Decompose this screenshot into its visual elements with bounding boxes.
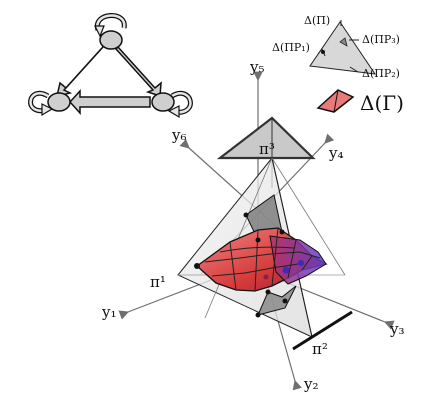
state-node-left [47, 92, 71, 112]
label-pi1: π¹ [150, 273, 166, 291]
legend-gamma-swatch [316, 89, 355, 113]
label-y6: y₆ [171, 126, 187, 144]
cycle-graph [28, 13, 193, 119]
arrow-right-to-top [108, 45, 162, 99]
label-pi2: π² [312, 340, 328, 358]
legend-simplex [309, 20, 377, 75]
self-loop-top [94, 13, 127, 38]
label-pi3: π³ [259, 140, 275, 158]
label-y4: y₄ [328, 144, 344, 162]
arrow-right-to-left [68, 89, 151, 115]
label-y3: y₃ [389, 320, 405, 338]
arrow-top-to-left [55, 46, 104, 98]
label-delta-pi-p2: Δ(ΠP₂) [362, 67, 400, 80]
state-node-right [151, 92, 175, 112]
self-loop-left [28, 90, 54, 117]
face-pi2-edge [292, 310, 353, 351]
label-delta-pi-p3: Δ(ΠP₃) [362, 33, 400, 46]
polytope-gamma [195, 227, 328, 292]
label-y5: y₅ [249, 58, 265, 76]
arrow-left-to-top [72, 52, 102, 84]
label-y1: y₁ [101, 303, 117, 321]
label-delta-pi: Δ(Π) [304, 14, 330, 27]
label-y2: y₂ [303, 375, 319, 393]
label-delta-gamma: Δ(Γ) [360, 91, 404, 115]
label-delta-pi-p1: Δ(ΠP₁) [272, 41, 310, 54]
face-pi3 [216, 116, 316, 160]
state-node-top [99, 30, 123, 50]
self-loop-right [167, 90, 193, 119]
